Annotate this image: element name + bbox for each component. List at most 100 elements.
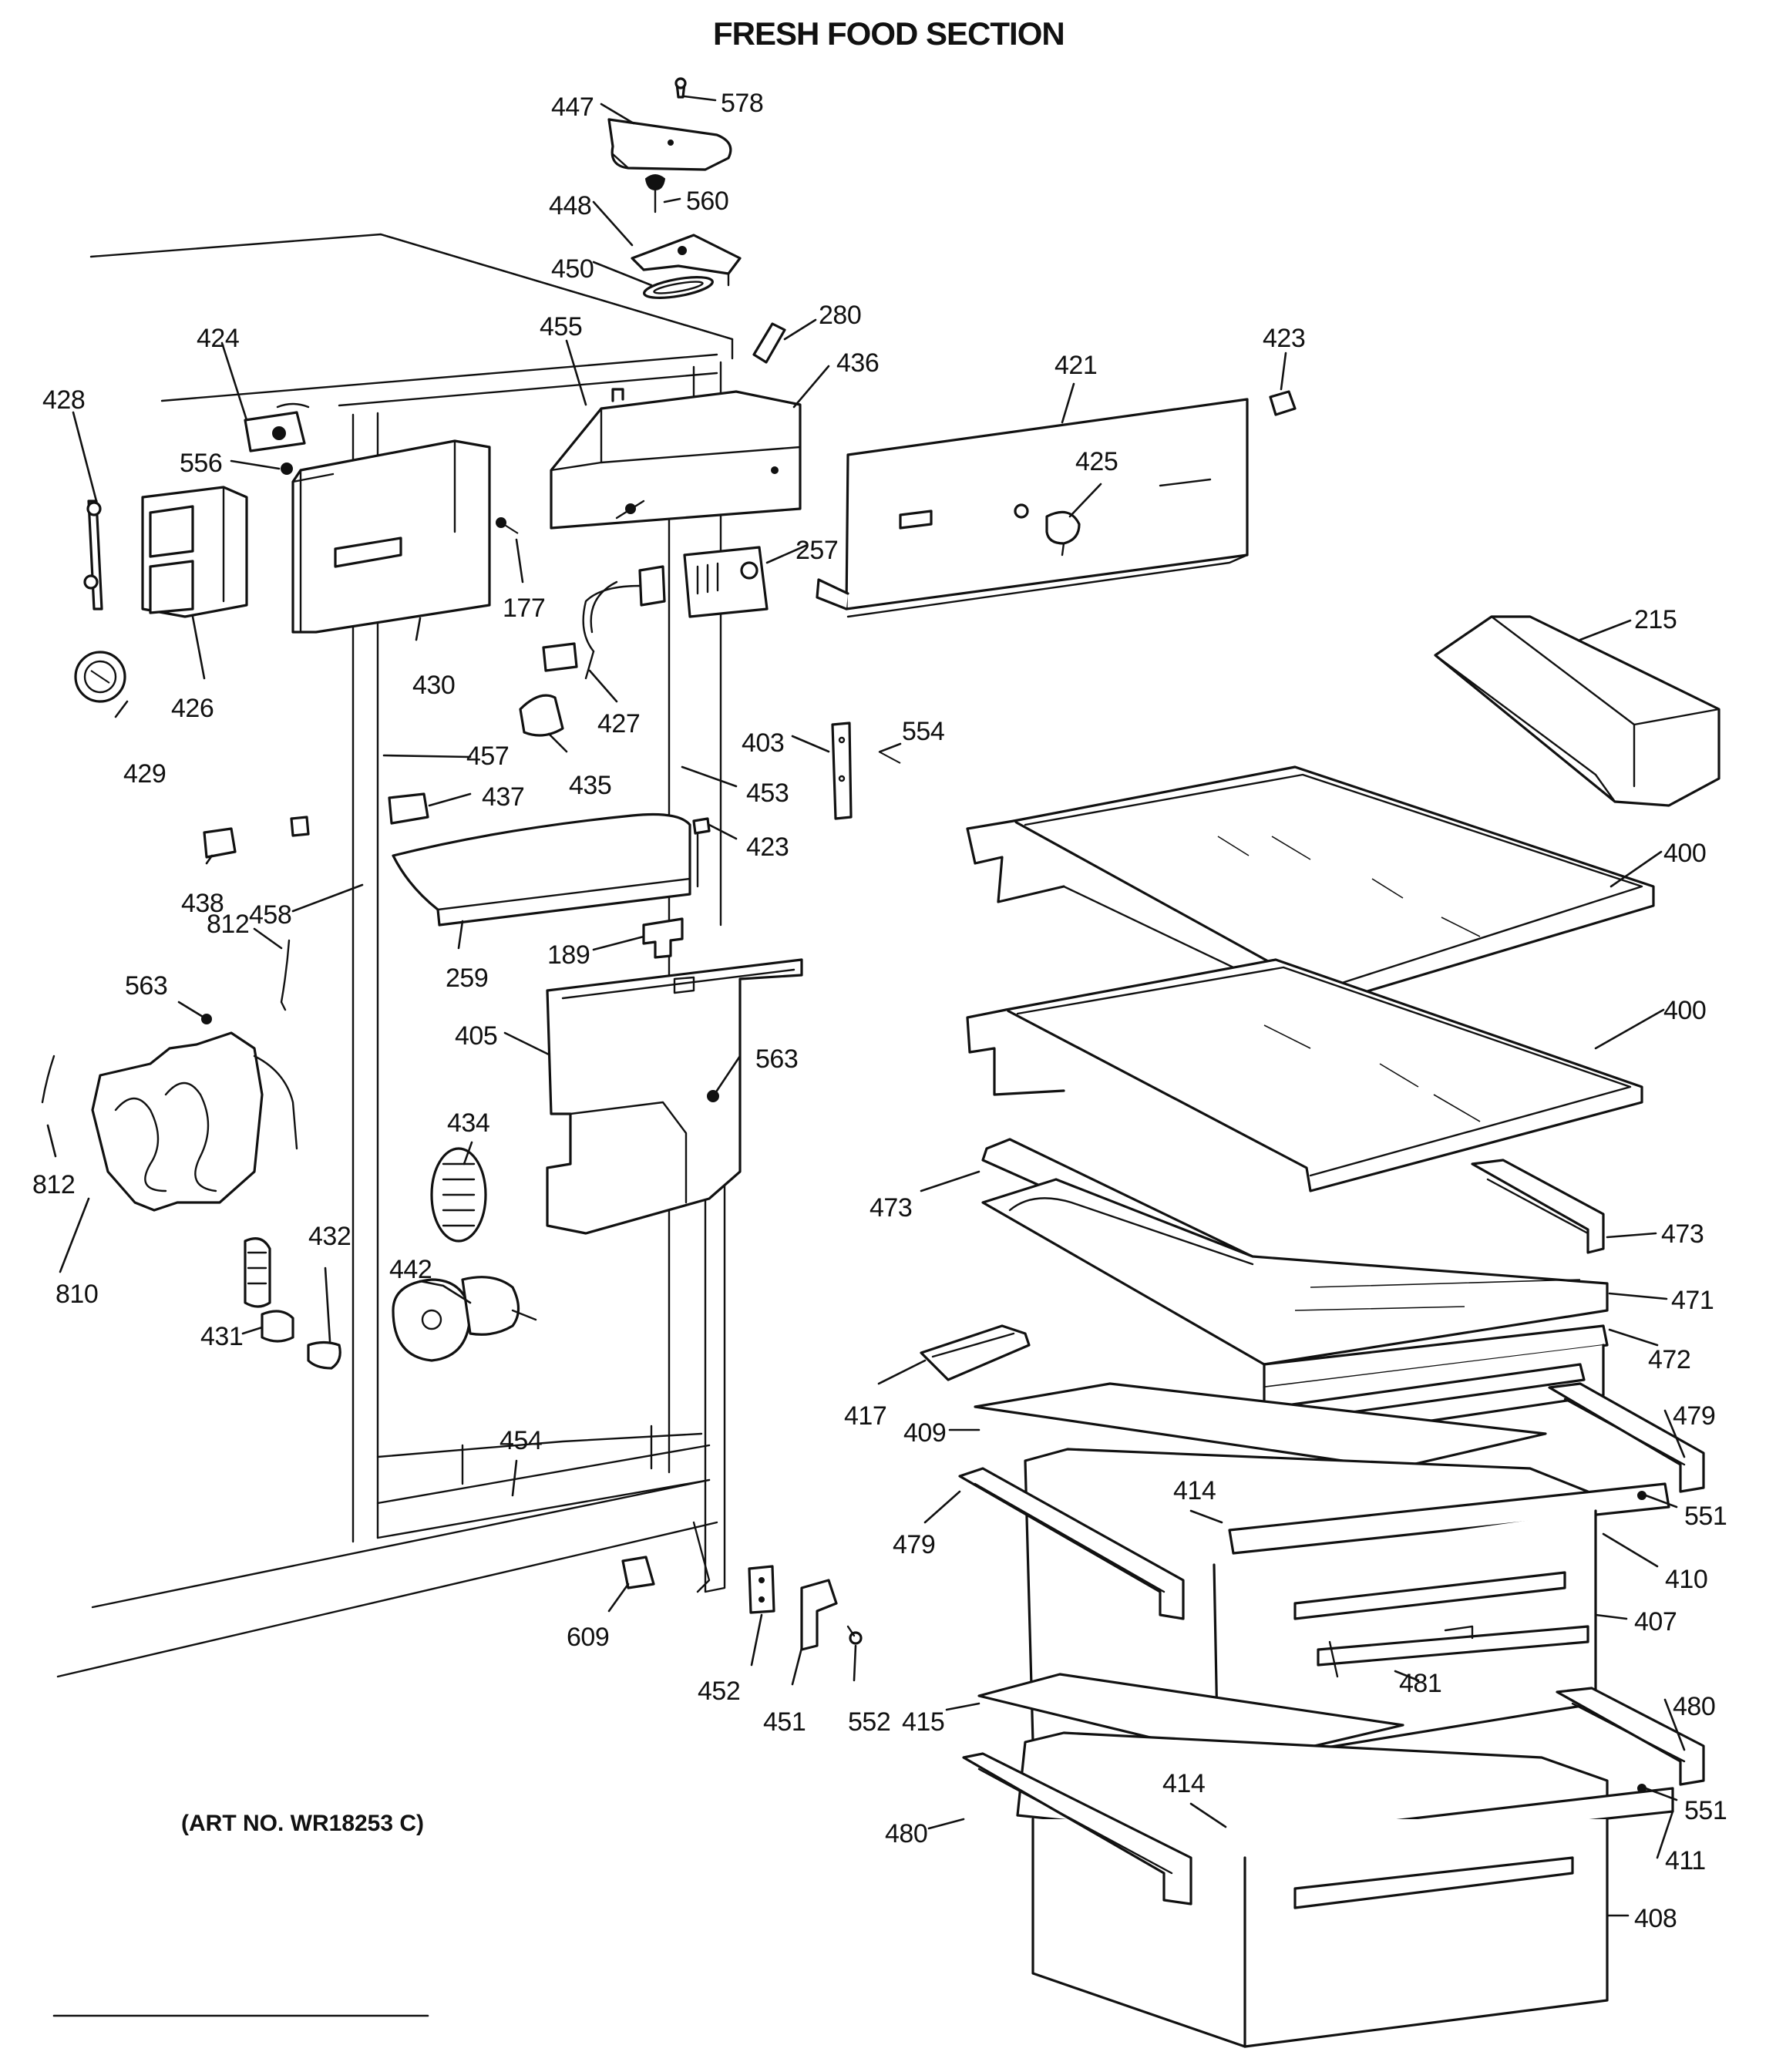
rail-480-left (962, 1752, 1192, 1906)
label-426: 426 (171, 694, 214, 723)
door-bin-215 (1434, 615, 1720, 807)
label-414-top: 414 (1173, 1476, 1216, 1505)
shim-450 (643, 276, 714, 299)
label-447: 447 (551, 92, 594, 122)
louver-434 (430, 1147, 487, 1243)
label-429: 429 (123, 759, 166, 789)
label-257: 257 (796, 536, 838, 565)
plate-452 (748, 1565, 775, 1614)
glass-shelf-400-bottom (966, 958, 1643, 1192)
label-411: 411 (1665, 1846, 1706, 1875)
label-812-top: 812 (207, 910, 249, 939)
label-812-bottom: 812 (32, 1170, 75, 1199)
art-number: (ART NO. WR18253 C) (181, 1811, 424, 1836)
label-403: 403 (742, 728, 784, 758)
cover-437 (388, 792, 429, 825)
label-431: 431 (200, 1322, 243, 1351)
label-423-top: 423 (1263, 324, 1305, 353)
label-479-left: 479 (893, 1530, 935, 1559)
screw-556 (281, 462, 293, 475)
label-437: 437 (482, 782, 524, 812)
duct-405 (546, 958, 803, 1235)
crisper-drawer-408 (1016, 1731, 1674, 2048)
bulb-435 (519, 694, 564, 737)
screw-554 (878, 751, 901, 764)
label-417: 417 (844, 1401, 886, 1431)
label-480-left: 480 (885, 1819, 927, 1848)
gasket-432 (244, 1237, 341, 1370)
cap-438 (203, 827, 237, 859)
label-434: 434 (447, 1108, 489, 1138)
label-280: 280 (819, 301, 861, 330)
label-454: 454 (500, 1426, 542, 1455)
label-481: 481 (1399, 1669, 1441, 1698)
screw-552 (846, 1625, 863, 1645)
label-452: 452 (698, 1677, 740, 1706)
label-405: 405 (455, 1021, 497, 1051)
label-609: 609 (567, 1623, 609, 1652)
light-shield-430 (291, 439, 491, 634)
label-480-right: 480 (1673, 1692, 1715, 1721)
label-432: 432 (308, 1222, 351, 1251)
control-housing (550, 388, 802, 530)
lamp-socket-426 (141, 486, 248, 618)
grommet-429 (74, 651, 126, 703)
diagram-title: FRESH FOOD SECTION (713, 15, 1065, 52)
glass-shelf-400-top (966, 765, 1655, 1007)
label-436: 436 (836, 348, 879, 378)
label-435: 435 (569, 771, 611, 800)
label-215: 215 (1634, 605, 1677, 634)
pin-280 (752, 322, 786, 364)
label-442: 442 (389, 1255, 432, 1284)
label-424: 424 (197, 324, 239, 353)
label-450: 450 (551, 254, 594, 284)
label-410: 410 (1665, 1565, 1707, 1594)
label-457: 457 (466, 742, 509, 771)
wiring-harness-427 (542, 565, 666, 680)
light-bulb-423 (1269, 390, 1297, 416)
control-panel-421 (816, 398, 1249, 618)
label-407: 407 (1634, 1607, 1677, 1636)
label-563-left: 563 (125, 971, 167, 1001)
foot-609 (621, 1556, 655, 1589)
label-554: 554 (902, 717, 944, 746)
mullion-403 (831, 722, 853, 820)
label-458: 458 (249, 900, 291, 930)
label-428: 428 (42, 385, 85, 415)
light-shield-259 (392, 812, 691, 927)
label-177: 177 (503, 594, 545, 623)
label-479-right: 479 (1673, 1401, 1715, 1431)
label-448: 448 (549, 191, 591, 220)
screws-551 (1637, 1491, 1646, 1793)
label-560: 560 (686, 187, 728, 216)
labels: FRESH FOOD SECTION (ART NO. WR18253 C) 4… (32, 15, 1727, 1933)
rail-479-left (958, 1467, 1185, 1620)
label-425: 425 (1075, 447, 1118, 476)
label-473-right: 473 (1661, 1219, 1704, 1249)
crisper-cover (981, 1138, 1609, 1447)
label-472: 472 (1648, 1345, 1690, 1374)
label-427: 427 (597, 709, 640, 738)
label-430: 430 (412, 671, 455, 700)
bellows-431 (261, 1310, 294, 1343)
label-471: 471 (1671, 1286, 1714, 1315)
connector-423b (692, 817, 711, 835)
label-455: 455 (540, 312, 582, 341)
label-414-bottom: 414 (1162, 1769, 1205, 1798)
rail-473 (1471, 1159, 1605, 1254)
bracket-428 (83, 500, 103, 610)
leader-lines (46, 95, 1686, 2017)
hinge-451 (800, 1579, 838, 1651)
label-408: 408 (1634, 1904, 1677, 1933)
label-409: 409 (903, 1418, 946, 1448)
tee-189 (642, 917, 684, 959)
rail-479-right (1548, 1382, 1705, 1493)
screw-560 (644, 174, 666, 214)
heater-810 (91, 1031, 298, 1212)
label-400-top: 400 (1663, 839, 1706, 868)
tube-812 (41, 939, 291, 1104)
label-578: 578 (721, 89, 763, 118)
timer-257 (683, 546, 769, 618)
label-421: 421 (1054, 351, 1097, 380)
label-563-mid: 563 (755, 1044, 798, 1074)
